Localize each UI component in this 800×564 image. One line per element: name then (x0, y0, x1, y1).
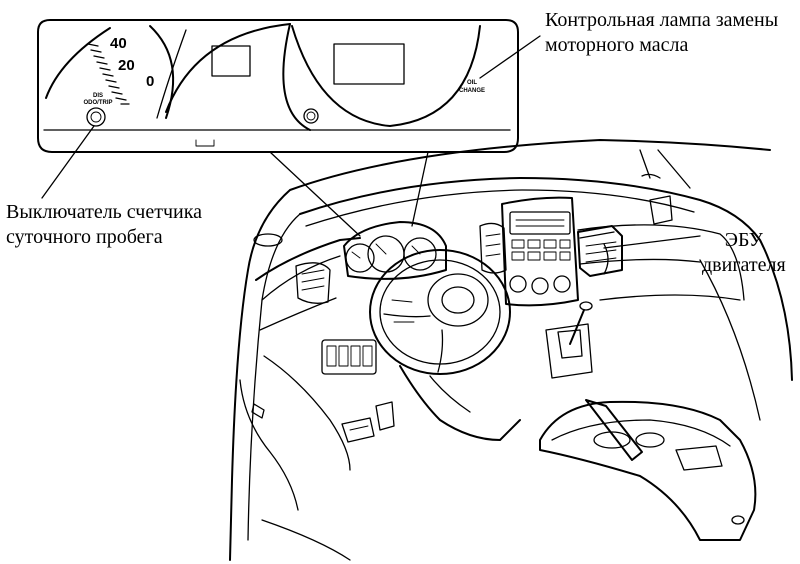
ecu-callout-line1: ЭБУ (724, 229, 763, 251)
dis-label: DIS (93, 93, 103, 99)
side-vent-icon (253, 233, 283, 247)
right-vent-icon (641, 173, 661, 179)
pedals (341, 401, 395, 443)
steering-wheel (369, 249, 521, 441)
climate-knob-icon (509, 275, 527, 293)
ecu-callout: ЭБУ двигателя (702, 228, 786, 278)
ecu-leader (603, 235, 701, 249)
oil-lamp-callout-line1: Контрольная лампа замены (545, 9, 779, 31)
handbrake-lever (585, 399, 643, 461)
change-label: CHANGE (459, 88, 485, 94)
ecu-box (577, 225, 623, 277)
oil-lamp-callout-line2: моторного масла (545, 34, 689, 56)
trip-switch-callout-line1: Выключатель счетчика (6, 201, 202, 223)
radio-display (509, 211, 571, 235)
center-knob-icon (303, 108, 319, 124)
center-console (539, 399, 757, 541)
center-left-vent-icon (479, 222, 507, 274)
gauge-mark-20: 20 (118, 57, 135, 74)
gauge-mark-40: 40 (110, 35, 127, 52)
dash-cluster (343, 221, 447, 280)
ecu-callout-line2: двигателя (702, 254, 786, 276)
oil-change-lamp-callout: Контрольная лампа замены моторного масла (545, 8, 778, 58)
trip-switch-leader (41, 125, 95, 199)
gauge-tick-scale (87, 43, 130, 105)
left-vent-icon (295, 262, 331, 304)
center-stack (501, 196, 579, 307)
car-interior (229, 139, 793, 561)
trip-knob-icon (86, 107, 106, 127)
trip-switch-callout: Выключатель счетчика суточного пробега (6, 200, 202, 250)
trip-switch-callout-line2: суточного пробега (6, 226, 163, 248)
gauge-mark-0: 0 (146, 73, 154, 90)
gear-shifter (545, 301, 593, 379)
leader-lines (41, 35, 701, 249)
cluster-inset: 40 20 0 DIS ODO/TRIP OIL CHANGE (37, 19, 519, 153)
switch-panel (321, 339, 377, 375)
oil-lamp-leader (479, 35, 541, 79)
oil-label: OIL (467, 80, 477, 86)
odo-trip-label: ODO/TRIP (83, 100, 112, 106)
